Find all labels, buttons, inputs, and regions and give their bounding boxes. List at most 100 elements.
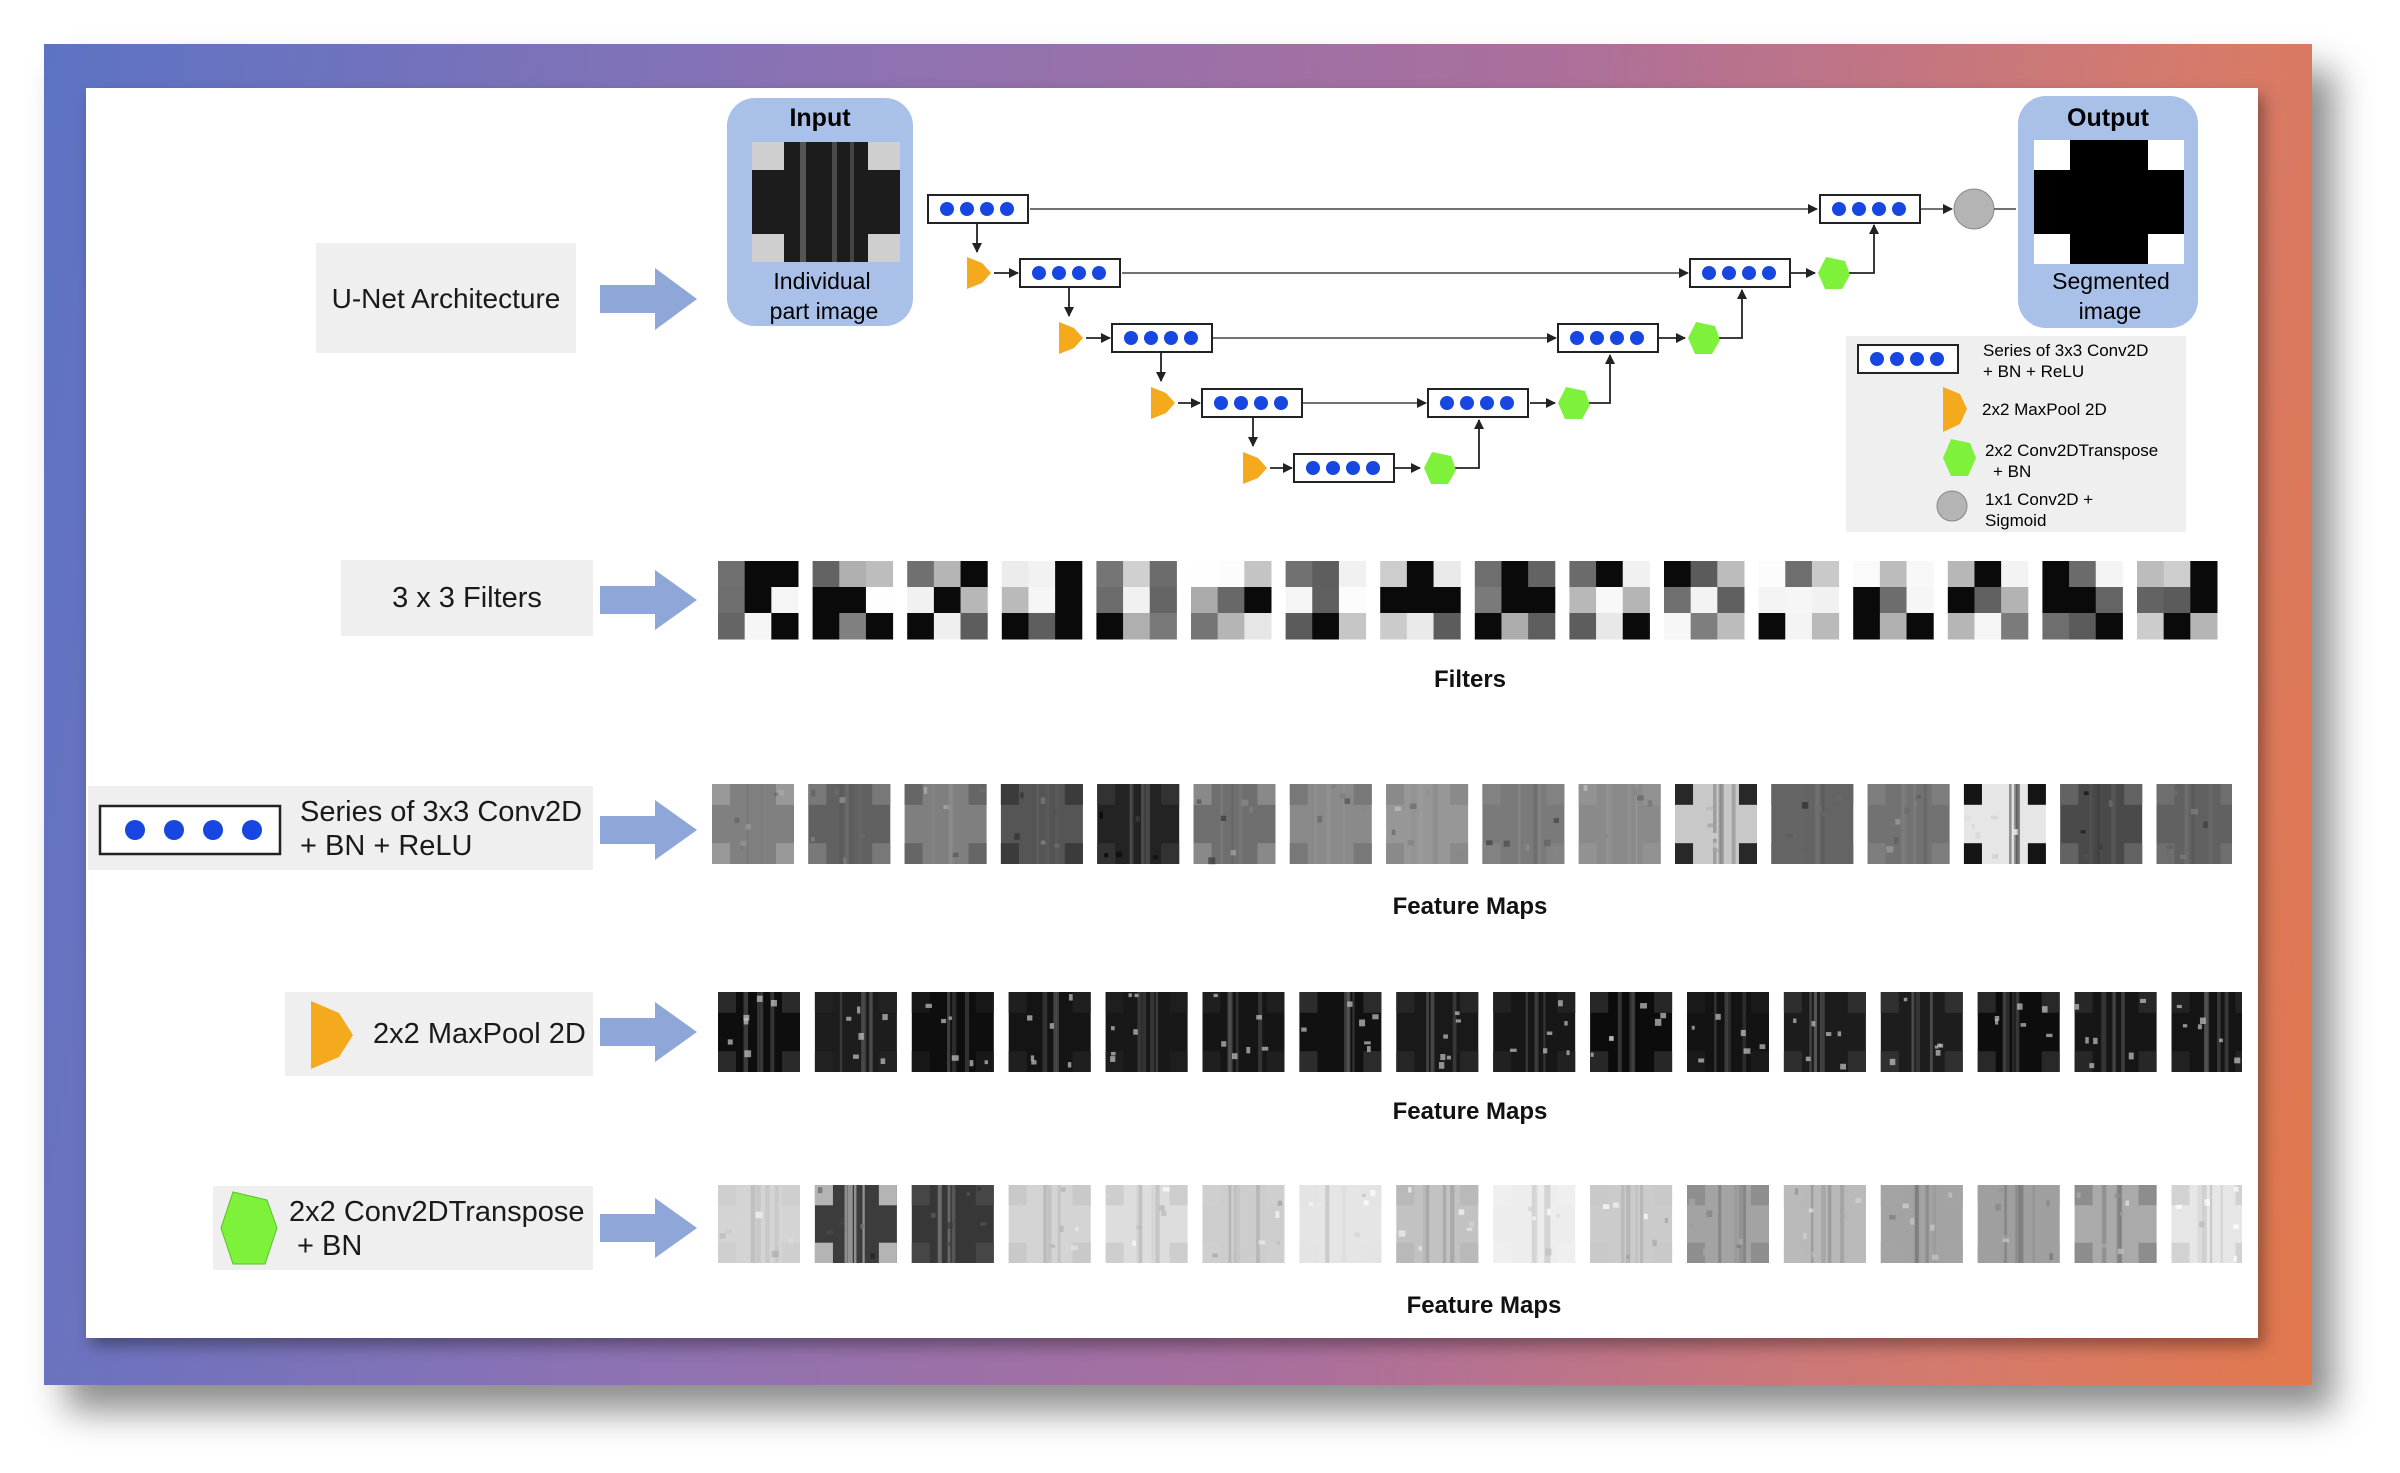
feature-map-tile	[2074, 992, 2157, 1072]
maxpool-arrow	[600, 1002, 697, 1062]
transpose-label-symbol	[220, 1191, 278, 1265]
output-caption-2: image	[2079, 298, 2142, 324]
feature-map-tile	[1578, 784, 1661, 864]
transpose-label-2: + BN	[297, 1230, 363, 1262]
filter-tile	[1758, 561, 1840, 640]
feature-map-tile	[1493, 1185, 1576, 1263]
feature-map-tile	[1105, 1185, 1188, 1263]
conv-label-1: Series of 3x3 Conv2D	[300, 796, 583, 828]
maxpool-2	[1059, 322, 1083, 354]
decoder-connections	[1392, 224, 1879, 473]
bottleneck-block	[1293, 453, 1395, 483]
filter-tile	[812, 561, 894, 640]
filter-tile	[2042, 561, 2123, 640]
feature-map-tile	[1771, 784, 1854, 864]
feature-map-tile	[1493, 992, 1576, 1072]
legend-transpose-symbol	[1943, 439, 1976, 476]
feature-map-tile	[1299, 1185, 1382, 1263]
feature-map-tile	[1202, 992, 1285, 1072]
legend-transpose-1: 2x2 Conv2DTranspose	[1985, 441, 2158, 460]
unet-label-box	[316, 243, 576, 353]
maxpool-label: 2x2 MaxPool 2D	[373, 1018, 586, 1050]
legend-maxpool-symbol	[1943, 387, 1967, 432]
feature-map-tile	[1396, 1185, 1479, 1263]
filters-caption: Filters	[1433, 666, 1507, 693]
enc-block-2	[1019, 258, 1121, 288]
feature-map-tile	[1396, 992, 1479, 1072]
filters-label: 3 x 3 Filters	[392, 582, 542, 614]
feature-map-tile	[1202, 1185, 1285, 1263]
transpose-label-1: 2x2 Conv2DTranspose	[289, 1196, 585, 1228]
enc-block-1	[927, 194, 1029, 224]
input-caption-2: part image	[770, 298, 879, 324]
feature-map-tile	[904, 784, 987, 864]
feature-map-tile	[1000, 784, 1083, 864]
sigmoid-node	[1953, 188, 1995, 230]
maxpool-feature-strip	[718, 992, 2242, 1072]
legend-sigmoid-symbol	[1936, 490, 1968, 522]
encoder-connections	[972, 224, 1293, 473]
output-title: Output	[2067, 104, 2150, 132]
maxpool-1	[967, 257, 991, 289]
filters-label-box: 3 x 3 Filters	[341, 560, 593, 636]
feature-map-tile	[1097, 784, 1180, 864]
feature-map-tile	[1963, 784, 2046, 864]
feature-map-tile	[1482, 784, 1565, 864]
enc-block-4	[1201, 388, 1303, 418]
feature-map-tile	[814, 992, 897, 1072]
feature-map-tile	[1783, 992, 1866, 1072]
conv-feature-strip	[712, 784, 2232, 865]
feature-map-tile	[2171, 992, 2242, 1072]
feature-map-tile	[1289, 784, 1372, 864]
input-title: Input	[789, 104, 851, 132]
unet-label: U-Net Architecture	[332, 283, 561, 314]
filter-tile	[907, 561, 988, 640]
feature-map-tile	[1008, 1185, 1091, 1263]
filter-tile	[1380, 561, 1461, 640]
transpose-4	[1818, 257, 1850, 289]
maxpool-4	[1243, 452, 1267, 484]
feature-map-tile	[1687, 992, 1769, 1072]
feature-map-tile	[911, 992, 994, 1072]
feature-map-tile	[2074, 1185, 2157, 1263]
transpose-label-box: 2x2 Conv2DTranspose + BN	[213, 1186, 593, 1270]
legend-conv-1: Series of 3x3 Conv2D	[1983, 341, 2148, 360]
filter-tile	[718, 561, 799, 640]
feature-map-tile	[814, 1185, 897, 1263]
filters-strip	[718, 561, 2218, 640]
filter-tile	[1569, 561, 1650, 640]
dec-block-3	[1689, 258, 1791, 288]
output-image	[2034, 140, 2184, 264]
filter-tile	[1285, 561, 1367, 640]
feature-map-tile	[2060, 784, 2143, 864]
maxpool-3	[1151, 387, 1175, 419]
output-caption-1: Segmented	[2052, 268, 2170, 294]
conv-arrow	[600, 800, 697, 860]
filter-tile	[1191, 561, 1272, 640]
feature-map-tile	[1687, 1185, 1769, 1263]
conv-label-2: + BN + ReLU	[300, 830, 473, 862]
legend-conv-symbol	[1857, 344, 1959, 374]
maxpool-caption: Feature Maps	[1392, 1098, 1548, 1125]
legend-transpose-2: + BN	[1993, 462, 2031, 481]
input-image	[752, 142, 900, 262]
transpose-3	[1688, 322, 1720, 354]
legend-sigmoid-1: 1x1 Conv2D +	[1985, 490, 2093, 509]
feature-map-tile	[808, 784, 891, 864]
filter-tile	[1096, 561, 1177, 640]
filter-tile	[1474, 561, 1556, 640]
feature-map-tile	[1977, 1185, 2060, 1263]
feature-map-tile	[1880, 992, 1963, 1072]
transpose-caption: Feature Maps	[1406, 1292, 1562, 1319]
feature-map-tile	[1977, 992, 2060, 1072]
feature-map-tile	[1880, 1185, 1963, 1263]
feature-map-tile	[1193, 784, 1276, 865]
maxpool-label-box: 2x2 MaxPool 2D	[285, 992, 593, 1076]
dec-block-2	[1557, 323, 1659, 353]
feature-map-tile	[718, 1185, 800, 1263]
legend-conv-2: + BN + ReLU	[1983, 362, 2084, 381]
feature-map-tile	[712, 784, 794, 864]
filter-tile	[1001, 561, 1083, 640]
feature-map-tile	[1783, 1185, 1866, 1263]
feature-map-tile	[1008, 992, 1091, 1072]
